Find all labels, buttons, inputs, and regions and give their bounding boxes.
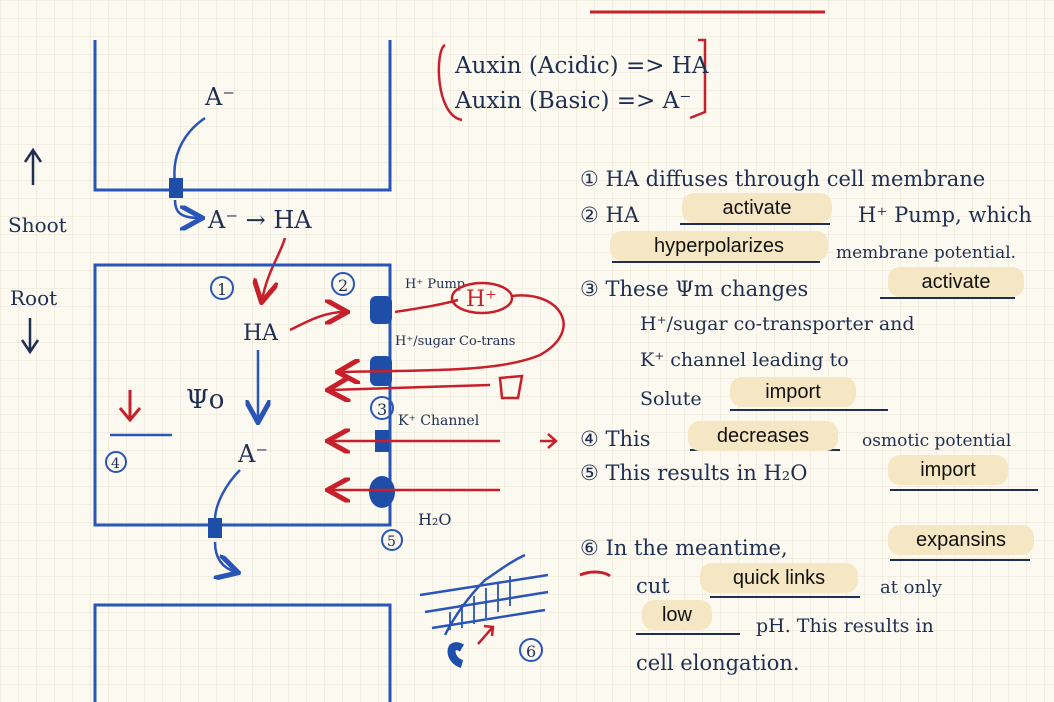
answer-low: low [642,600,712,630]
next-cell [93,603,392,702]
sugar-import-arrow [330,385,491,390]
cotrans-label: H⁺/sugar Co-trans [395,334,515,349]
root-label: Root [10,286,57,310]
answer-quick-links: quick links [700,563,858,593]
step2-num: 2 [338,276,348,295]
root-cell [93,263,392,527]
step3-num: 3 [377,400,387,419]
shoot-label: Shoot [8,213,67,237]
step3-circle [370,396,394,420]
legend-line1: Auxin (Acidic) => HA [454,53,709,79]
step2-circle [331,272,355,296]
legend-line2: Auxin (Basic) => A⁻ [454,88,691,114]
note-3c: K⁺ channel leading to [640,349,849,371]
note-2b: H⁺ Pump, which [858,203,1032,227]
efflux-arrow-bottom [215,541,236,572]
shoot-cell [93,40,392,192]
psi-down-arrow-icon [118,390,142,423]
efflux-arrow-top [173,199,200,218]
note-4a: ④ This [580,427,651,451]
root-arrow-icon [20,318,40,355]
efflux-curve-bottom [213,469,241,521]
ha-label: HA [243,321,279,346]
note-3d: Solute [640,388,702,410]
answer-decreases: decreases [688,421,838,451]
hplus-bubble [450,281,514,315]
step4-num: 4 [111,456,120,472]
note-1: ① HA diffuses through cell membrane [580,167,985,191]
efflux-carrier-bottom [208,518,222,538]
step6-circle [519,638,543,662]
step5-circle [381,529,403,551]
note-3b: H⁺/sugar co-transporter and [640,313,915,335]
expansin-arrow-icon [477,624,495,645]
hplus-label: H⁺ [466,287,497,312]
step6-red-mark [579,570,611,578]
a-minus-top: A⁻ [204,83,235,111]
step5-num: 5 [387,534,396,550]
answer-activate-1: activate [682,193,832,223]
hplus-return-arrow [340,294,565,372]
shoot-arrow-icon [23,147,43,185]
note-6b: cut [636,574,670,598]
step4-circle [105,451,127,473]
legend-bracket-left [437,43,463,122]
efflux-curve-top [173,116,206,183]
step4-pointer-icon [540,433,558,449]
pump-label: H⁺ Pump [405,277,465,292]
conversion-label: A⁻ → HA [207,206,312,234]
ha-to-pump-arrow [289,312,345,332]
legend-bracket-right [689,38,707,120]
note-6a: ⑥ In the meantime, [580,536,788,560]
a-minus-mid: A⁻ [237,440,268,468]
note-3a: ③ These Ψm changes [580,277,808,301]
answer-import-1: import [730,377,856,407]
note-5a: ⑤ This results in H₂O [580,461,807,485]
note-6d: pH. This results in [756,615,934,637]
note-2a: ② HA [580,203,640,227]
proton-pump-icon [370,296,392,324]
answer-import-2: import [888,455,1008,485]
step1-circle [210,276,234,300]
note-4b: osmotic potential [862,431,1011,451]
note-2c: membrane potential. [836,243,1016,263]
step6-num: 6 [526,642,536,661]
psi-label: Ψo [186,385,224,415]
answer-hyperpolarizes: hyperpolarizes [610,231,828,261]
answer-expansins: expansins [888,525,1034,555]
sugar-icon [498,374,524,400]
note-6c: at only [880,577,943,598]
cell-wall-sketch [419,553,549,636]
h2o-label: H₂O [418,510,451,529]
step1-num: 1 [217,280,227,299]
aquaporin-icon [369,476,395,508]
note-6e: cell elongation. [636,651,800,675]
expansin-icon [447,642,464,668]
efflux-carrier-top [169,178,183,198]
k-channel-label: K⁺ Channel [398,413,480,429]
answer-activate-2: activate [888,267,1024,297]
